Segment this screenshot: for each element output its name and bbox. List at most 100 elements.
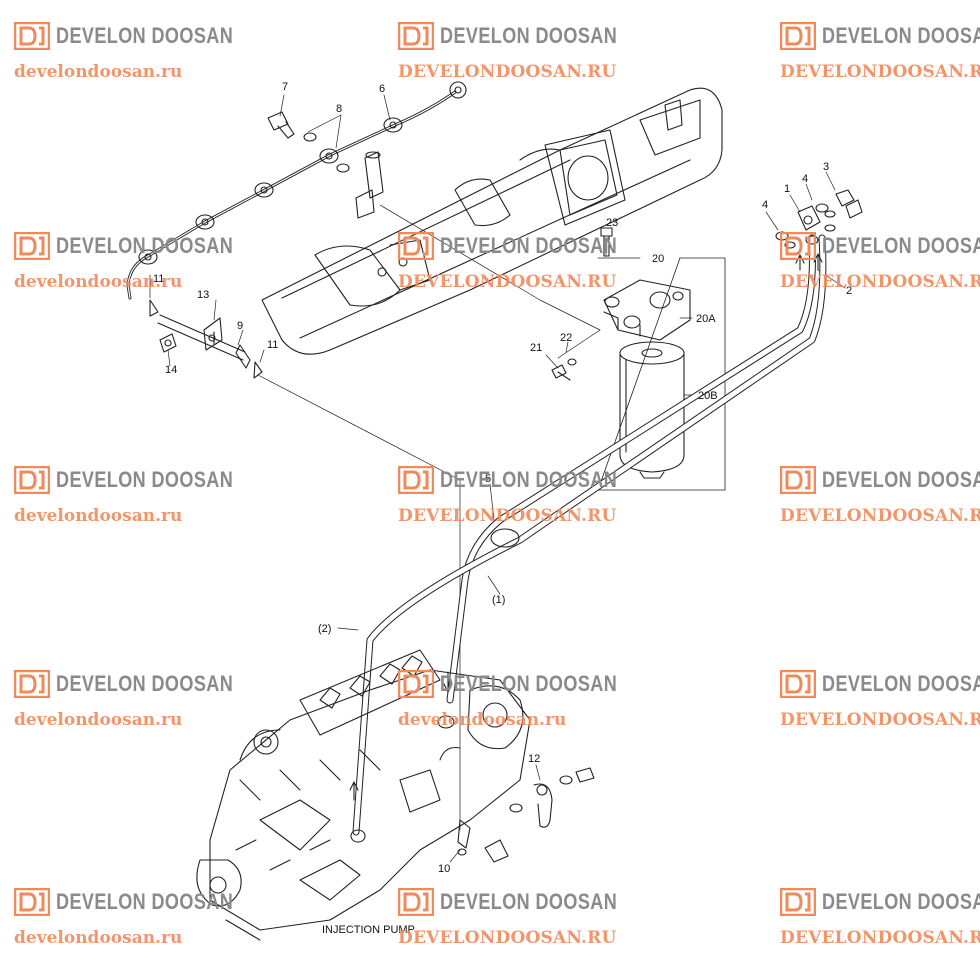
callout-3: 3 bbox=[823, 161, 829, 173]
watermark-brand: DEVELON DOOSAN bbox=[780, 22, 980, 50]
watermark-brand-text: DEVELON DOOSAN bbox=[440, 671, 618, 696]
watermark-brand-text: DEVELON DOOSAN bbox=[822, 671, 980, 696]
watermark-brand-text: DEVELON DOOSAN bbox=[440, 889, 618, 914]
watermark-url: DEVELONDOOSAN.RU bbox=[398, 62, 617, 82]
injection-pump bbox=[196, 649, 531, 941]
watermark-url: DEVELONDOOSAN.RU bbox=[780, 62, 980, 82]
watermark-brand: DEVELON DOOSAN bbox=[780, 232, 980, 260]
callout-hose-1: (1) bbox=[492, 594, 505, 606]
develon-logo-icon bbox=[780, 22, 816, 50]
callout-11-upper: 11 bbox=[153, 273, 164, 285]
develon-logo-icon bbox=[780, 888, 816, 916]
watermark-brand-text: DEVELON DOOSAN bbox=[440, 233, 618, 258]
watermark-brand: DEVELON DOOSAN bbox=[14, 232, 272, 260]
watermark-tile: DEVELON DOOSAN DEVELONDOOSAN.RU bbox=[780, 670, 980, 730]
callout-2: 2 bbox=[846, 285, 852, 297]
callout-7: 7 bbox=[282, 81, 288, 93]
callout-8: 8 bbox=[336, 103, 342, 115]
watermark-brand: DEVELON DOOSAN bbox=[398, 232, 656, 260]
watermark-brand-text: DEVELON DOOSAN bbox=[822, 467, 980, 492]
watermark-tile: DEVELON DOOSAN DEVELONDOOSAN.RU bbox=[398, 888, 656, 948]
intake-manifold bbox=[261, 87, 723, 355]
watermark-url: DEVELONDOOSAN.RU bbox=[780, 506, 980, 526]
watermark-url: develondoosan.ru bbox=[14, 62, 183, 82]
callout-6: 6 bbox=[379, 83, 385, 95]
callout-13: 13 bbox=[197, 289, 209, 301]
develon-logo-icon bbox=[780, 232, 816, 260]
watermark-tile: DEVELON DOOSAN develondoosan.ru bbox=[14, 22, 272, 82]
watermark-url: develondoosan.ru bbox=[398, 710, 567, 730]
callout-20: 20 bbox=[652, 253, 664, 265]
watermark-url: develondoosan.ru bbox=[14, 272, 183, 292]
watermark-tile: DEVELON DOOSAN DEVELONDOOSAN.RU bbox=[780, 888, 980, 948]
watermark-tile: DEVELON DOOSAN DEVELONDOOSAN.RU bbox=[780, 22, 980, 82]
watermark-brand-text: DEVELON DOOSAN bbox=[56, 889, 234, 914]
develon-logo-icon bbox=[780, 466, 816, 494]
callout-20a: 20A bbox=[696, 313, 716, 325]
callout-20b: 20B bbox=[698, 390, 718, 402]
leak-off-line bbox=[126, 81, 467, 300]
callout-4-right: 4 bbox=[802, 173, 808, 185]
callout-12: 12 bbox=[528, 753, 540, 765]
watermark-brand: DEVELON DOOSAN bbox=[398, 670, 656, 698]
develon-logo-icon bbox=[398, 888, 434, 916]
watermark-url: DEVELONDOOSAN.RU bbox=[398, 272, 617, 292]
watermark-brand: DEVELON DOOSAN bbox=[14, 466, 272, 494]
watermark-url: DEVELONDOOSAN.RU bbox=[398, 506, 617, 526]
fuel-hoses bbox=[349, 234, 827, 836]
watermark-url: DEVELONDOOSAN.RU bbox=[398, 928, 617, 948]
watermark-brand: DEVELON DOOSAN bbox=[780, 466, 980, 494]
develon-logo-icon bbox=[398, 232, 434, 260]
watermark-url: develondoosan.ru bbox=[14, 506, 183, 526]
callouts: 7 8 6 11 13 9 11 14 23 20 20A 20B 21 22 … bbox=[153, 81, 852, 875]
callout-4-left: 4 bbox=[762, 199, 768, 211]
callout-22: 22 bbox=[560, 332, 572, 344]
pump-fittings bbox=[350, 715, 595, 863]
watermark-brand-text: DEVELON DOOSAN bbox=[56, 233, 234, 258]
callout-14: 14 bbox=[165, 364, 177, 376]
callout-1: 1 bbox=[784, 183, 790, 195]
watermark-brand-text: DEVELON DOOSAN bbox=[822, 233, 980, 258]
filter-head bbox=[603, 279, 691, 341]
develon-logo-icon bbox=[14, 466, 50, 494]
watermark-tile: DEVELON DOOSAN develondoosan.ru bbox=[14, 888, 272, 948]
watermark-brand: DEVELON DOOSAN bbox=[780, 888, 980, 916]
watermark-brand: DEVELON DOOSAN bbox=[14, 888, 272, 916]
develon-logo-icon bbox=[398, 22, 434, 50]
watermark-tile: DEVELON DOOSAN DEVELONDOOSAN.RU bbox=[780, 466, 980, 526]
watermark-url: DEVELONDOOSAN.RU bbox=[780, 710, 980, 730]
watermark-url: develondoosan.ru bbox=[14, 928, 183, 948]
develon-logo-icon bbox=[14, 232, 50, 260]
watermark-brand: DEVELON DOOSAN bbox=[14, 670, 272, 698]
watermark-tile: DEVELON DOOSAN develondoosan.ru bbox=[398, 670, 656, 730]
callout-5: 5 bbox=[485, 473, 491, 485]
develon-logo-icon bbox=[398, 670, 434, 698]
develon-logo-icon bbox=[780, 670, 816, 698]
hose-9-assembly bbox=[149, 299, 263, 379]
develon-logo-icon bbox=[14, 670, 50, 698]
watermark-tile: DEVELON DOOSAN develondoosan.ru bbox=[14, 466, 272, 526]
callout-9: 9 bbox=[237, 320, 243, 332]
watermark-tile: DEVELON DOOSAN DEVELONDOOSAN.RU bbox=[398, 232, 656, 292]
watermark-brand-text: DEVELON DOOSAN bbox=[440, 467, 618, 492]
develon-logo-icon bbox=[14, 22, 50, 50]
watermark-url: DEVELONDOOSAN.RU bbox=[780, 928, 980, 948]
callout-23: 23 bbox=[606, 217, 618, 229]
watermark-brand-text: DEVELON DOOSAN bbox=[822, 889, 980, 914]
filter-callout-box bbox=[597, 257, 726, 491]
watermark-tile: DEVELON DOOSAN DEVELONDOOSAN.RU bbox=[398, 466, 656, 526]
watermark-brand: DEVELON DOOSAN bbox=[14, 22, 272, 50]
watermark-brand: DEVELON DOOSAN bbox=[398, 888, 656, 916]
develon-logo-icon bbox=[398, 466, 434, 494]
watermark-tile: DEVELON DOOSAN DEVELONDOOSAN.RU bbox=[398, 22, 656, 82]
bolt-21 bbox=[551, 358, 577, 381]
watermark-brand: DEVELON DOOSAN bbox=[398, 22, 656, 50]
watermark-brand-text: DEVELON DOOSAN bbox=[56, 467, 234, 492]
banjo-bolt-7 bbox=[267, 111, 384, 219]
watermark-brand: DEVELON DOOSAN bbox=[780, 670, 980, 698]
callout-11-lower: 11 bbox=[267, 339, 278, 351]
watermark-tile: DEVELON DOOSAN develondoosan.ru bbox=[14, 232, 272, 292]
